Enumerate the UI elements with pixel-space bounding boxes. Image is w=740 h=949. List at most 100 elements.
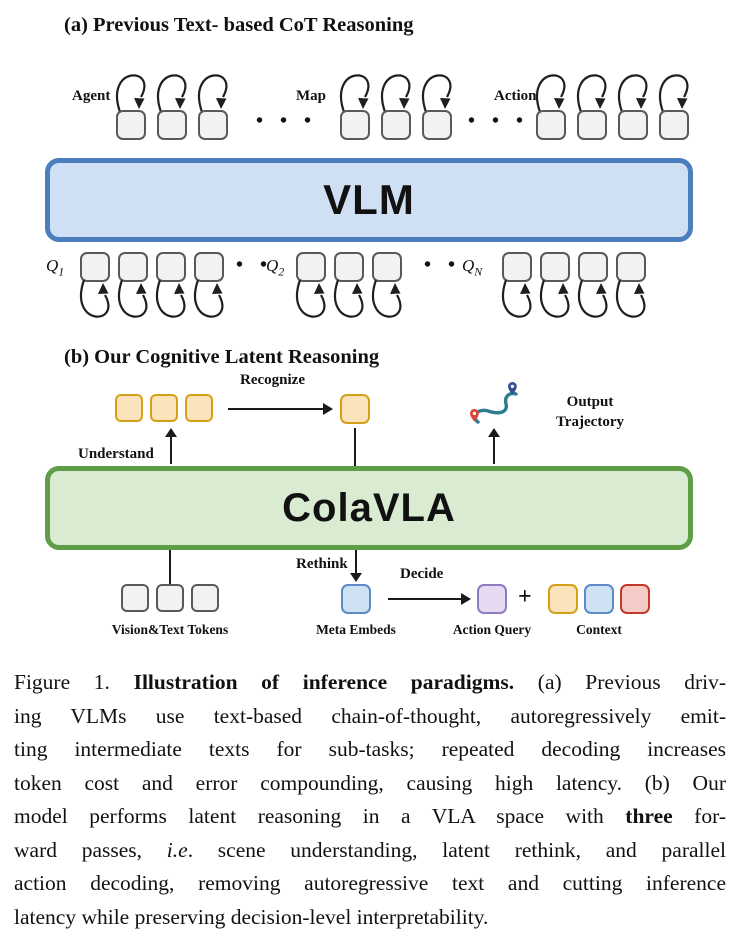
- token-box: [659, 110, 689, 140]
- token-box: [185, 394, 213, 422]
- token-with-loop: [153, 252, 189, 332]
- token-box: [536, 110, 566, 140]
- token-with-loop: [378, 60, 414, 140]
- panel-a-title: (a) Previous Text- based CoT Reasoning: [64, 14, 414, 36]
- token-box: [616, 252, 646, 282]
- q2-label: Q2: [266, 256, 285, 279]
- token-box: [422, 110, 452, 140]
- agent-token-group: [113, 60, 231, 140]
- self-loop-arrow-icon: [659, 74, 689, 113]
- token-box: [150, 394, 178, 422]
- caption-line: ing VLMs use text-based chain-of-thought…: [14, 703, 726, 728]
- token-box: [121, 584, 149, 612]
- token-box: [156, 252, 186, 282]
- token-box: [502, 252, 532, 282]
- output-trajectory-line1: Output: [566, 394, 614, 410]
- vision-token-group: [121, 584, 219, 612]
- agent-label: Agent: [72, 88, 111, 104]
- ellipsis-dots: • • •: [468, 110, 530, 132]
- self-loop-arrow-icon: [296, 279, 326, 318]
- token-box: [115, 394, 143, 422]
- token-box: [372, 252, 402, 282]
- ellipsis-dots: • • •: [256, 110, 318, 132]
- context-label: Context: [576, 622, 622, 637]
- vlm-box: VLM: [45, 158, 693, 242]
- self-loop-arrow-icon: [502, 279, 532, 318]
- self-loop-arrow-icon: [116, 74, 146, 113]
- output-trajectory-label: Output Trajectory: [540, 392, 640, 432]
- latent-feedback-line: [354, 428, 357, 466]
- token-box: [194, 252, 224, 282]
- self-loop-arrow-icon: [422, 74, 452, 113]
- colavla-label: ColaVLA: [282, 485, 456, 530]
- meta-embeds-box: [341, 584, 371, 614]
- token-with-loop: [419, 60, 455, 140]
- token-with-loop: [574, 60, 610, 140]
- self-loop-arrow-icon: [540, 279, 570, 318]
- qn-token-group: [499, 252, 649, 332]
- caption-line: ting intermediate texts for sub-tasks; r…: [14, 737, 726, 761]
- ellipsis-dots: • •: [236, 254, 274, 276]
- token-with-loop: [537, 252, 573, 332]
- self-loop-arrow-icon: [194, 279, 224, 318]
- self-loop-arrow-icon: [80, 279, 110, 318]
- token-with-loop: [613, 252, 649, 332]
- caption-line: action decoding, removing autoregressive…: [14, 871, 726, 895]
- token-with-loop: [533, 60, 569, 140]
- token-with-loop: [77, 252, 113, 332]
- ellipsis-dots: • •: [424, 254, 462, 276]
- self-loop-arrow-icon: [536, 74, 566, 113]
- action-query-box: [477, 584, 507, 614]
- caption-line: model performs latent reasoning in a VLA…: [14, 804, 726, 828]
- caption-line: latency while preserving decision-level …: [14, 904, 489, 929]
- recognize-arrow: [228, 408, 324, 411]
- figure-caption: Figure 1. Illustration of inference para…: [14, 666, 726, 934]
- self-loop-arrow-icon: [157, 74, 187, 113]
- action-query-label: Action Query: [452, 622, 532, 637]
- token-with-loop: [575, 252, 611, 332]
- self-loop-arrow-icon: [381, 74, 411, 113]
- q2-token-group: [293, 252, 405, 332]
- colavla-box: ColaVLA: [45, 466, 693, 550]
- self-loop-arrow-icon: [577, 74, 607, 113]
- token-box: [381, 110, 411, 140]
- decide-label: Decide: [400, 566, 444, 582]
- map-token-group: [337, 60, 455, 140]
- token-box: [340, 110, 370, 140]
- token-box: [118, 252, 148, 282]
- token-with-loop: [331, 252, 367, 332]
- action-token-group: [533, 60, 692, 140]
- caption-line: Figure 1. Illustration of inference para…: [14, 670, 727, 694]
- q1-token-group: [77, 252, 227, 332]
- token-with-loop: [615, 60, 651, 140]
- token-with-loop: [499, 252, 535, 332]
- panel-b-title: (b) Our Cognitive Latent Reasoning: [64, 346, 380, 368]
- token-with-loop: [154, 60, 190, 140]
- token-box: [577, 110, 607, 140]
- understand-label: Understand: [78, 446, 154, 462]
- self-loop-arrow-icon: [578, 279, 608, 318]
- self-loop-arrow-icon: [118, 279, 148, 318]
- recognize-label: Recognize: [240, 372, 305, 388]
- self-loop-arrow-icon: [156, 279, 186, 318]
- token-with-loop: [369, 252, 405, 332]
- context-token-orange: [548, 584, 578, 614]
- decide-arrow: [388, 598, 462, 601]
- self-loop-arrow-icon: [334, 279, 364, 318]
- token-box: [618, 110, 648, 140]
- token-box: [156, 584, 184, 612]
- token-with-loop: [191, 252, 227, 332]
- caption-line: token cost and error compounding, causin…: [14, 770, 726, 795]
- caption-line: ward passes, i.e. scene understanding, l…: [14, 837, 726, 862]
- self-loop-arrow-icon: [616, 279, 646, 318]
- token-box: [540, 252, 570, 282]
- context-token-blue: [584, 584, 614, 614]
- context-token-red: [620, 584, 650, 614]
- self-loop-arrow-icon: [340, 74, 370, 113]
- token-with-loop: [293, 252, 329, 332]
- trajectory-icon: [470, 382, 518, 424]
- token-with-loop: [337, 60, 373, 140]
- token-box: [157, 110, 187, 140]
- plus-sign: +: [518, 584, 532, 610]
